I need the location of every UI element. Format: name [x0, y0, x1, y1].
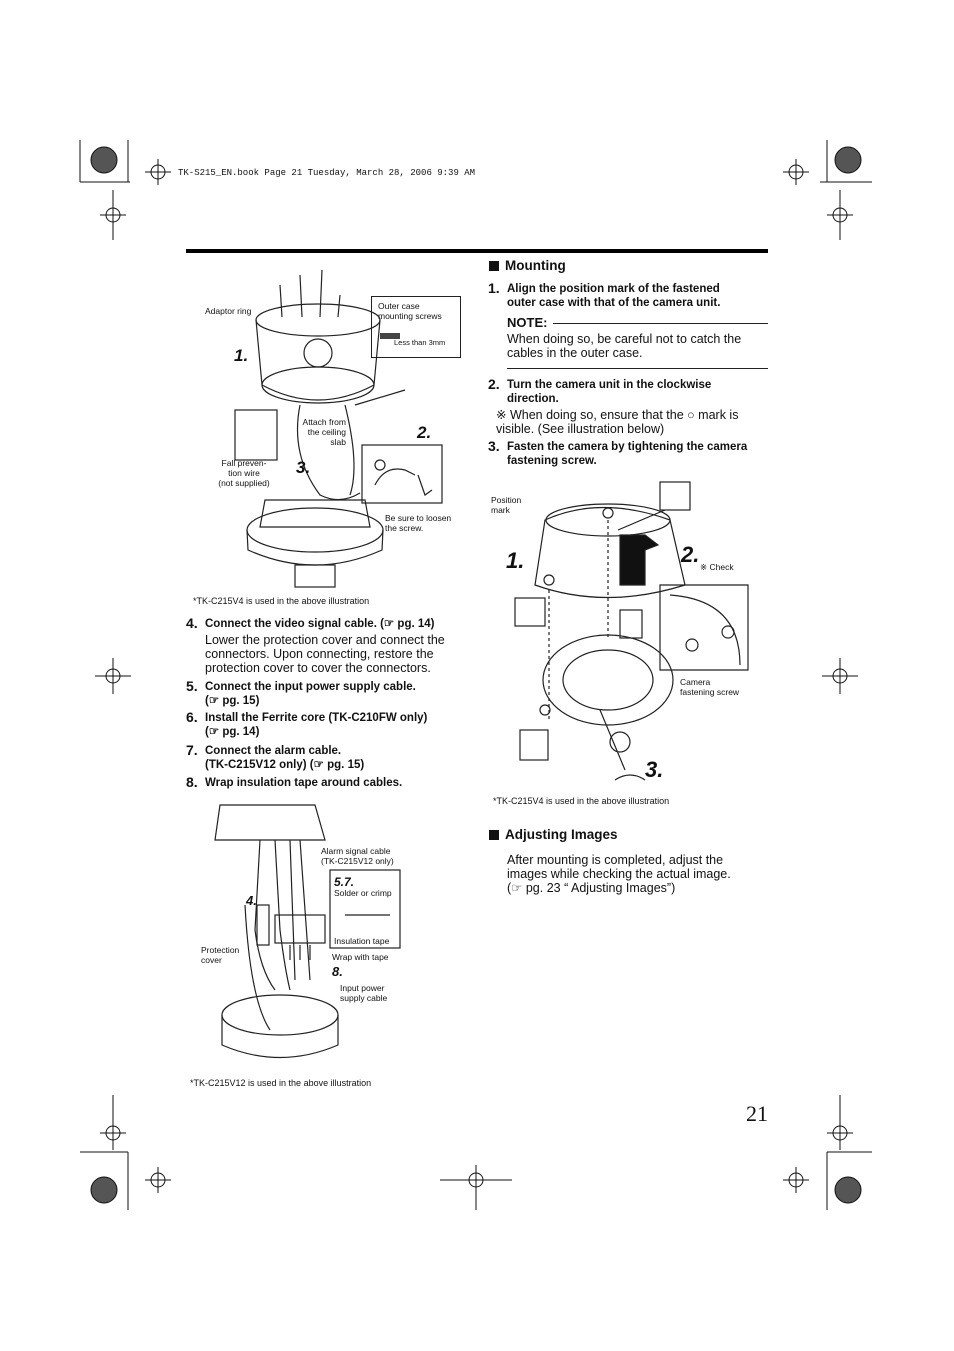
ceiling-mount-illustration [234, 269, 443, 588]
fig3-step3: 3. [645, 757, 664, 782]
label-input-power: Input power supply cable [340, 983, 388, 1003]
note-body: When doing so, be careful not to catch t… [507, 332, 742, 360]
note-top-rule [553, 323, 768, 324]
label-protection: Protection cover [201, 945, 240, 965]
fig2-caption: *TK-C215V12 is used in the above illustr… [190, 1078, 372, 1088]
label-alarm-cable: Alarm signal cable (TK-C215V12 only) [321, 846, 394, 866]
r-step1-num: 1. [488, 280, 500, 296]
fig1-caption: *TK-C215V4 is used in the above illustra… [193, 596, 370, 606]
fig3-step2: 2. [681, 542, 700, 567]
label-position-mark: Position mark [491, 495, 522, 515]
label-solder: Solder or crimp [334, 888, 392, 898]
step6-title: Install the Ferrite core (TK-C210FW only… [205, 712, 428, 738]
top-rule [186, 249, 768, 253]
label-be-sure: Be sure to loosen the screw. [385, 513, 452, 533]
label-outer-case-screws: Outer case mounting screws [378, 301, 442, 321]
fig3-step1: 1. [506, 548, 525, 573]
screw-icon [380, 333, 400, 339]
step6-num: 6. [186, 709, 198, 725]
fig2-step8: 8. [332, 964, 343, 979]
square-bullet-icon [489, 261, 499, 271]
step8-num: 8. [186, 774, 198, 790]
page-number: 21 [746, 1101, 768, 1126]
step4-num: 4. [186, 615, 198, 631]
note-bottom-rule [507, 368, 768, 369]
step7-title: Connect the alarm cable. (TK-C215V12 onl… [205, 745, 365, 771]
label-less-than: Less than 3mm [394, 338, 446, 347]
step7-num: 7. [186, 742, 198, 758]
cable-wrapping-illustration [214, 804, 401, 1059]
mounting-heading: Mounting [489, 258, 566, 273]
adjusting-body: After mounting is completed, adjust the … [507, 853, 731, 895]
fig3-caption: *TK-C215V4 is used in the above illustra… [493, 796, 670, 806]
fig1-step2: 2. [417, 423, 432, 442]
camera-alignment-illustration [514, 481, 749, 781]
label-insulation: Insulation tape [334, 936, 390, 946]
r-step2-num: 2. [488, 376, 500, 392]
r-step3-title: Fasten the camera by tightening the came… [507, 441, 748, 467]
screw-note-box [371, 296, 461, 358]
adjusting-heading: Adjusting Images [489, 827, 618, 842]
label-wrap: Wrap with tape [332, 952, 389, 962]
note-title: NOTE: [507, 315, 548, 330]
label-check: ※ Check [700, 562, 734, 572]
fig2-step4: 4. [246, 893, 257, 908]
fig1-step1: 1. [234, 346, 249, 365]
r-step2-note: ※ When doing so, ensure that the ○ mark … [496, 408, 739, 436]
label-camera-screw: Camera fastening screw [680, 677, 740, 697]
step4-body: Lower the protection cover and connect t… [205, 633, 445, 675]
label-adaptor-ring: Adaptor ring [205, 306, 252, 316]
fig1-step3: 3. [296, 458, 311, 477]
fig2-step57: 5.7. [334, 875, 355, 889]
book-header: TK-S215_EN.book Page 21 Tuesday, March 2… [178, 168, 476, 178]
r-step3-num: 3. [488, 438, 500, 454]
r-step1-title: Align the position mark of the fastened … [507, 283, 721, 309]
label-fall-prevention: Fall preven- tion wire (not supplied) [218, 458, 270, 488]
step8-title: Wrap insulation tape around cables. [205, 777, 403, 789]
r-step2-title: Turn the camera unit in the clockwise di… [507, 379, 712, 405]
step5-num: 5. [186, 678, 198, 694]
label-attach-from: Attach from the ceiling slab [302, 417, 346, 447]
step5-title: Connect the input power supply cable. (☞… [205, 681, 416, 707]
square-bullet-icon [489, 830, 499, 840]
step4-title: Connect the video signal cable. (☞ pg. 1… [205, 618, 435, 630]
